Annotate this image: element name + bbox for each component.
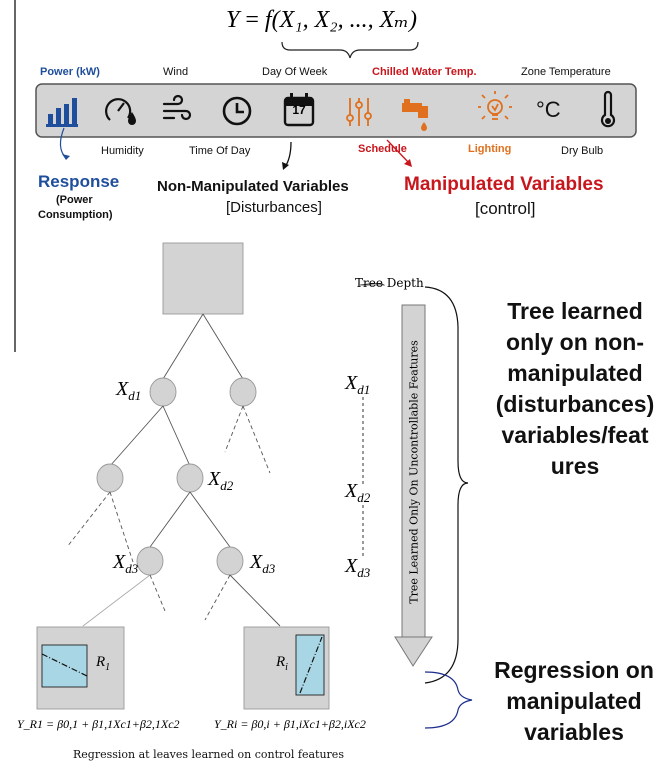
lightbulb-icon — [478, 91, 512, 120]
tree-label-xd2: Xd2 — [208, 468, 234, 493]
leaf-right-label: Ri — [276, 654, 288, 673]
response-sub2: Consumption) — [38, 209, 113, 221]
depth-xd1: Xd1 — [345, 372, 371, 397]
decision-tree — [36, 242, 330, 710]
label-chilled-water: Chilled Water Temp. — [372, 66, 477, 78]
equation-right-leaf: Y_Ri = β0,i + β1,iXc1+β2,iXc2 — [214, 717, 366, 731]
tree-node-xd1 — [149, 377, 177, 407]
label-schedule: Schedule — [358, 143, 407, 155]
label-wind: Wind — [163, 66, 189, 78]
tree-label-xd3-right: Xd3 — [250, 551, 276, 576]
tree-depth-arrow — [359, 283, 433, 667]
response-title: Response — [38, 172, 120, 191]
tree-root-node — [162, 242, 244, 315]
clock-icon — [222, 96, 252, 126]
calendar-icon — [283, 93, 315, 127]
tree-node-left2 — [96, 463, 124, 493]
equation-equals: = — [245, 7, 259, 33]
depth-xd3: Xd3 — [345, 555, 371, 580]
leaf-left-region — [41, 644, 88, 688]
depth-xd2: Xd2 — [345, 480, 371, 505]
regression-brace — [424, 671, 473, 729]
celsius-icon: °C — [536, 97, 561, 122]
leaf-left-label: R1 — [96, 654, 111, 673]
tree-node-right — [229, 377, 257, 407]
manip-title: Manipulated Variables — [404, 174, 604, 195]
manip-sub: [control] — [475, 199, 536, 218]
equation: Y = f(X₁, X₂, ..., Xₘ) — [226, 5, 417, 34]
label-dry-bulb: Dry Bulb — [561, 145, 604, 157]
response-sub1: (Power — [56, 194, 93, 206]
equation-args: (X₁, X₂, ..., Xₘ) — [271, 7, 417, 33]
tree-learned-brace — [424, 286, 469, 684]
tree-node-xd3-right — [216, 546, 244, 576]
tree-depth-title: Tree Depth — [355, 276, 424, 290]
label-power: Power (kW) — [40, 66, 100, 78]
nonmanip-sub: [Disturbances] — [226, 199, 322, 216]
humidity-gauge-icon — [105, 98, 136, 125]
tree-learned-text: Tree learned only on non- manipulated (d… — [495, 298, 655, 479]
label-humidity: Humidity — [101, 145, 144, 157]
regression-text: Regression on manipulated variables — [494, 657, 654, 745]
icon-strip-box — [35, 83, 637, 138]
tree-label-xd1: Xd1 — [116, 378, 142, 403]
wind-icon — [162, 94, 192, 121]
calendar-day-text: 17 — [292, 103, 306, 117]
leaf-caption: Regression at leaves learned on control … — [73, 748, 344, 761]
label-time-of-day: Time Of Day — [189, 145, 251, 157]
nonmanip-arrow — [284, 141, 292, 168]
tree-label-xd3-left: Xd3 — [113, 551, 139, 576]
tree-node-xd2 — [176, 463, 204, 493]
sliders-icon — [346, 98, 372, 126]
equation-brace — [281, 41, 419, 59]
power-bars-icon — [46, 98, 78, 127]
manip-arrow — [386, 139, 411, 165]
label-lighting: Lighting — [468, 143, 512, 155]
thermometer-icon — [600, 90, 616, 128]
label-day-of-week: Day Of Week — [262, 66, 328, 78]
label-zone-temp: Zone Temperature — [521, 66, 611, 78]
equation-lhs: Y — [226, 7, 240, 33]
nonmanip-title: Non-Manipulated Variables — [157, 178, 349, 195]
tree-depth-vertical-label: Tree Learned Only On Uncontrollable Feat… — [407, 340, 421, 604]
faucet-icon — [402, 99, 428, 131]
tree-node-xd3-left — [136, 546, 164, 576]
equation-func: f — [264, 7, 272, 33]
leaf-right-region — [295, 634, 325, 696]
equation-left-leaf: Y_R1 = β0,1 + β1,1Xc1+β2,1Xc2 — [17, 717, 180, 731]
